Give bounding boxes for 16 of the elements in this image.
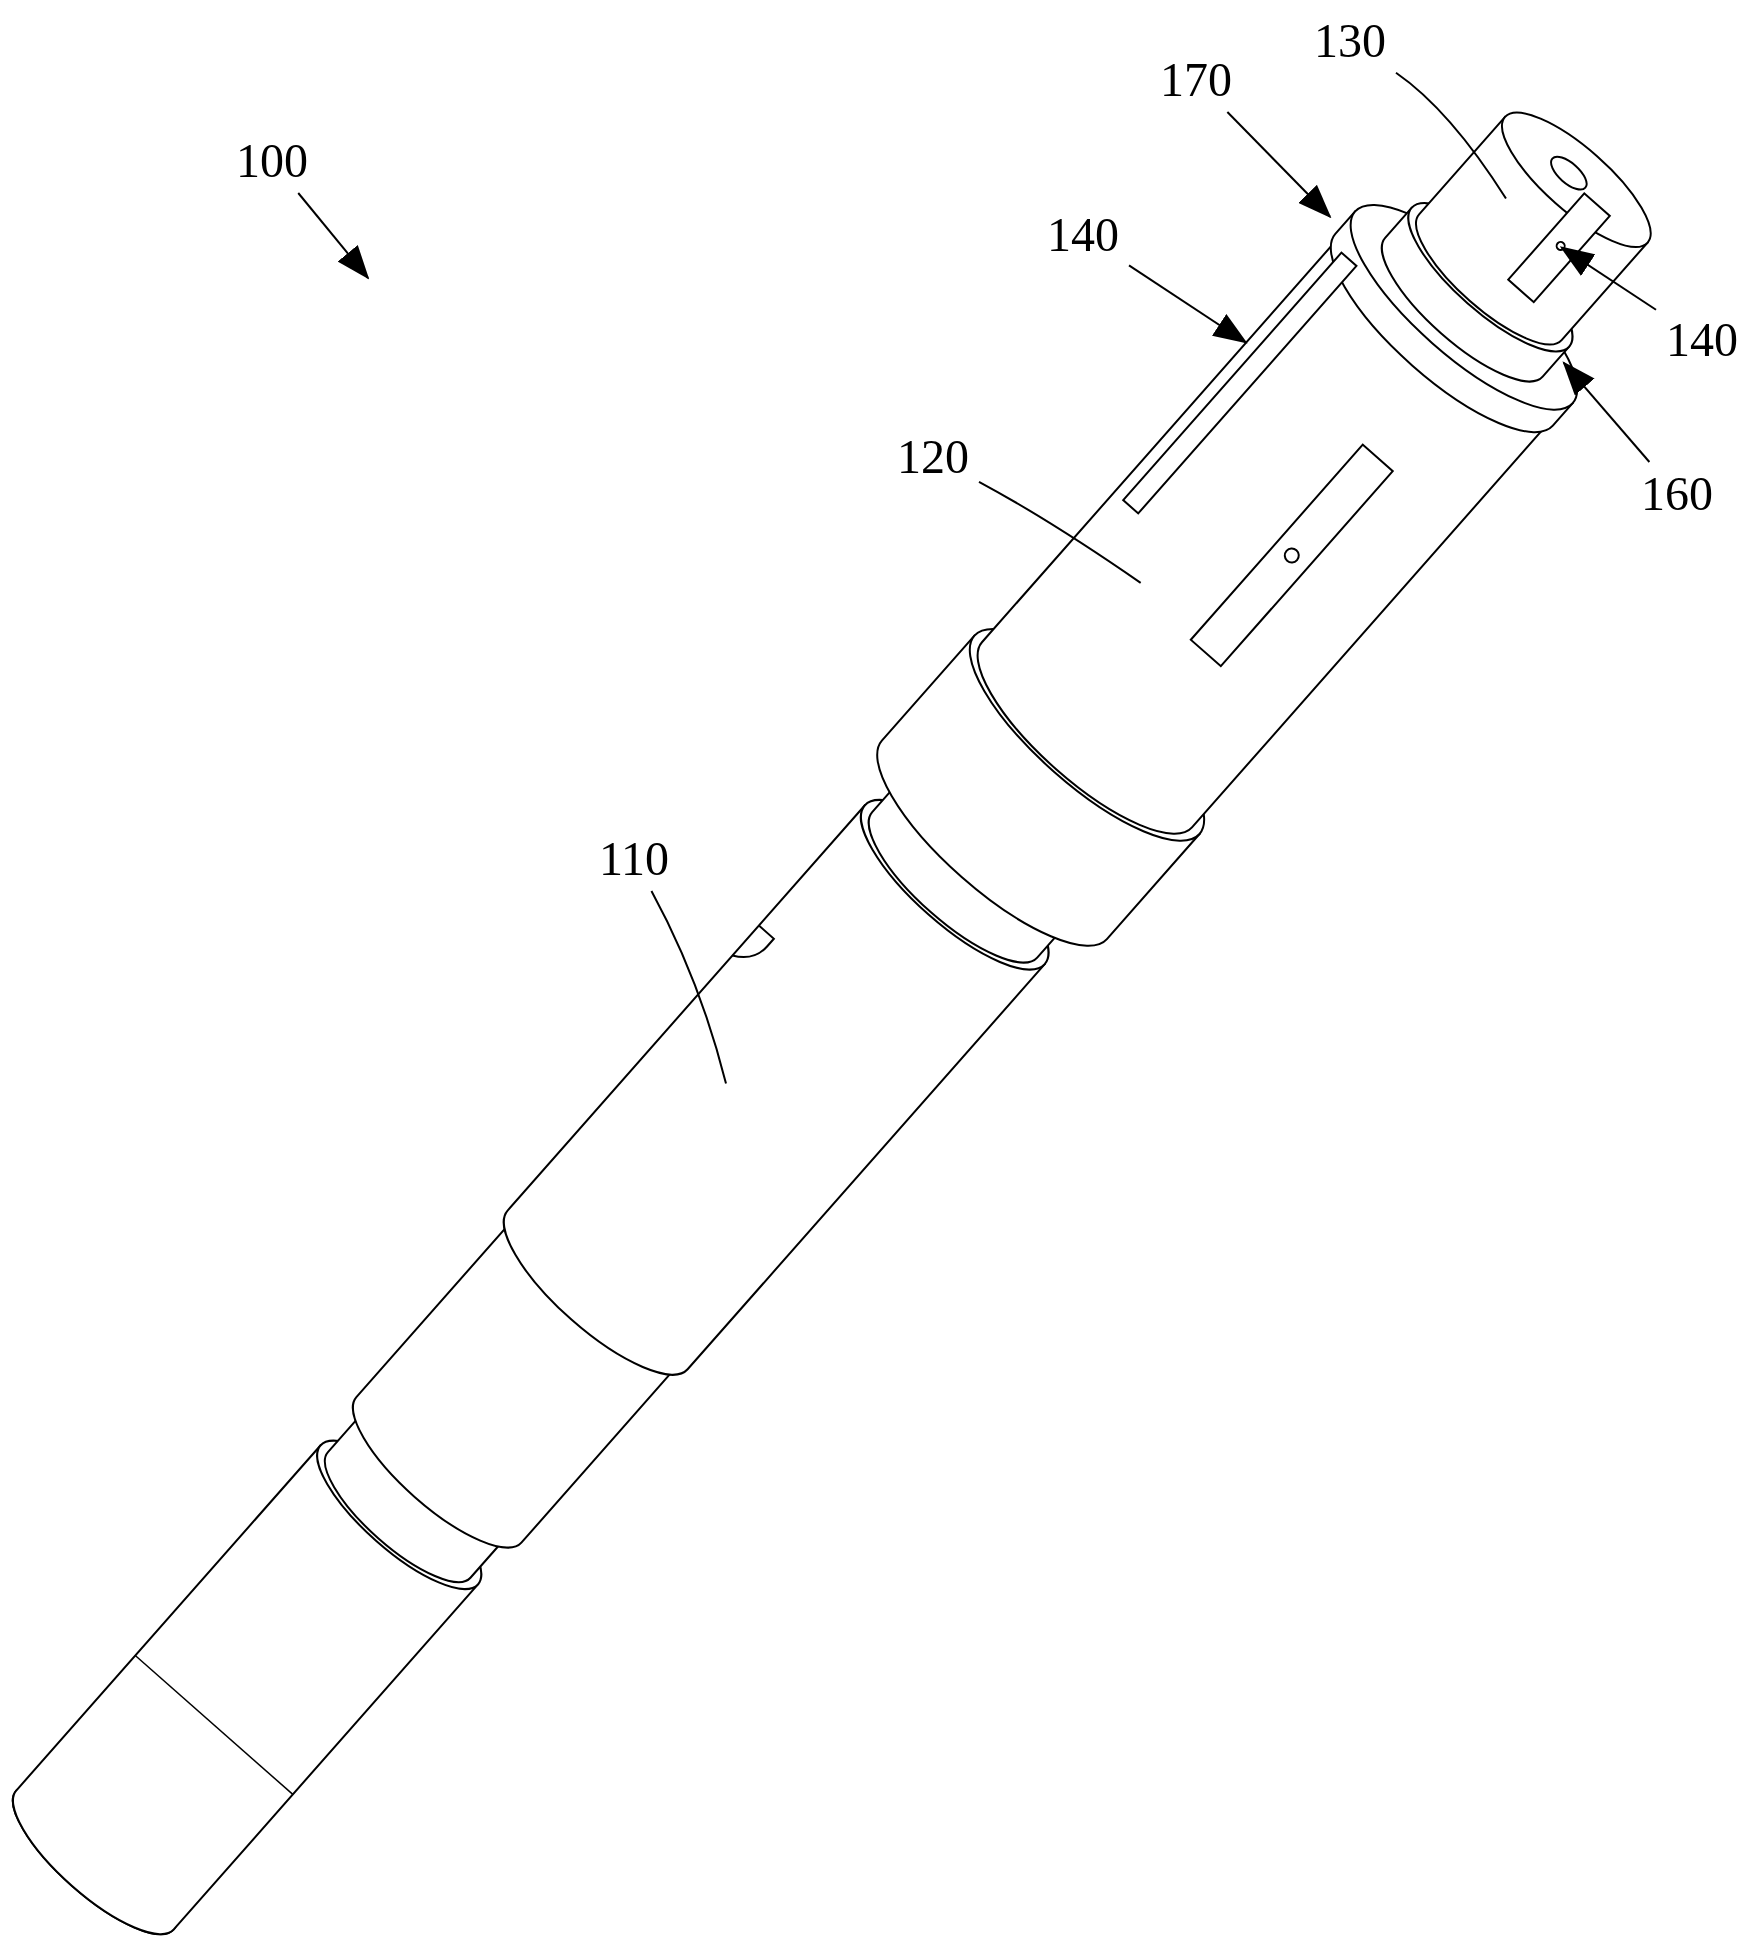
callout-number: 160: [1635, 466, 1719, 522]
callout-number: 140: [1041, 207, 1125, 263]
leader-line: [1395, 71, 1507, 200]
leader-arrow: [1559, 246, 1657, 311]
leader-arrow: [297, 192, 370, 280]
leader-arrow: [1562, 361, 1651, 463]
leader-arrow: [1128, 264, 1248, 344]
callout-number: 130: [1308, 13, 1392, 69]
callout-number: 140: [1660, 312, 1744, 368]
leader-line: [978, 480, 1142, 584]
callout-number: 120: [891, 429, 975, 485]
callout-number: 110: [592, 831, 676, 887]
callout-number: 170: [1154, 52, 1238, 108]
callout-number: 100: [230, 133, 314, 189]
leader-line: [650, 890, 727, 1085]
leader-arrow: [1226, 111, 1332, 219]
